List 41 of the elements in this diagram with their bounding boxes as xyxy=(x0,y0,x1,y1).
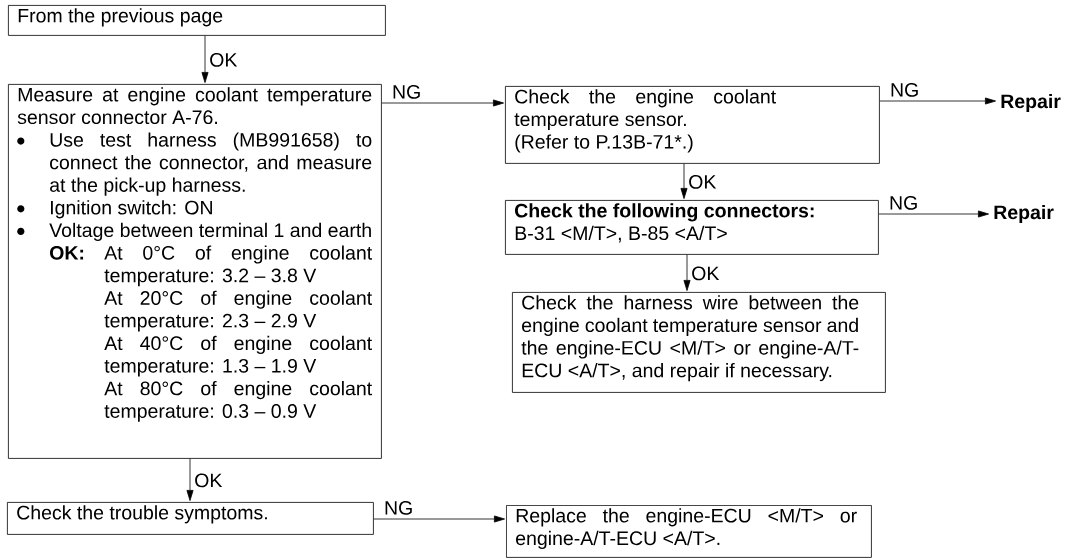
process-box xyxy=(7,502,374,535)
arrow xyxy=(201,35,209,83)
process-box xyxy=(512,292,886,393)
box-text: Replace the engine-ECU <M/T> or engine-A/T-ECU <A/T>. xyxy=(516,508,857,549)
node-label: Use test harness (MB991658) to connect the connector, and measure at the pick-up harness. xyxy=(50,132,372,196)
edge-label: OK xyxy=(210,53,238,67)
node-label: OK: xyxy=(50,245,84,260)
edge-label: OK xyxy=(195,473,223,488)
box-text: Check the harness wire between the engine coolant temperature sensor and the engine-ECU <M/T> or engine-A/T-ECU <A/T>, and repair if necessary. xyxy=(521,295,859,382)
node-label: At 40°C of engine coolant temperature: 1.3 – 1.9 V xyxy=(104,335,372,377)
edge-label: OK xyxy=(692,266,720,281)
arrow xyxy=(683,254,691,291)
arrow xyxy=(373,515,505,523)
node-label: Ignition switch: ON xyxy=(51,200,212,219)
process-box xyxy=(505,86,880,164)
box-text: Check the trouble symptoms. xyxy=(17,505,267,524)
result-text: Repair xyxy=(994,204,1054,224)
result-text: Repair xyxy=(1001,93,1061,113)
node-label: Measure at engine coolant temperature sensor connector A-76. xyxy=(17,87,372,125)
arrow xyxy=(186,458,194,501)
node-label: At 20°C of engine coolant temperature: 2.3 – 2.9 V xyxy=(104,290,372,332)
box-text: From the previous page xyxy=(18,8,223,27)
edge-label: NG xyxy=(393,85,420,99)
arrow xyxy=(381,99,504,107)
edge-label: OK xyxy=(689,175,717,189)
process-box xyxy=(505,200,879,255)
procedure-box xyxy=(8,84,382,459)
edge-label: NG xyxy=(890,196,917,210)
arrow xyxy=(680,163,688,199)
edge-label: NG xyxy=(891,83,918,97)
box-text: Measure at engine coolant temperature sensor connector A-76. Use test harness (MB991658) to connect the connector, and measure at the pick-up harness. Ignition switch: ON Voltage between terminal 1 and earth OK: At 0°C of engine coolant temperature: 3.2 – 3.8 V At 20°C of engine coolant temperature: 2.3 – 2.9 V At 40°C of engine coolant temperature: 1.3 – 1.9 V At 80°C of engine coolant temperature: 0.3 – 0.9 V xyxy=(17,87,372,422)
node-label: At 0°C of engine coolant temperature: 3.2 – 3.8 V xyxy=(104,245,373,287)
box-text: Check the engine coolant temperature sensor. (Refer to P.13B-71*.) xyxy=(514,89,776,153)
node-label: Voltage between terminal 1 and earth xyxy=(49,222,371,241)
edge-label: NG xyxy=(385,501,412,515)
arrow xyxy=(879,97,996,105)
box-text: Check the following connectors: B-31 <M/T>, B-85 <A/T> xyxy=(515,203,814,243)
arrow xyxy=(878,210,989,218)
process-box xyxy=(8,5,386,36)
node-label: At 80°C of engine coolant temperature: 0.3 – 0.9 V xyxy=(104,381,372,422)
process-box xyxy=(506,505,872,558)
